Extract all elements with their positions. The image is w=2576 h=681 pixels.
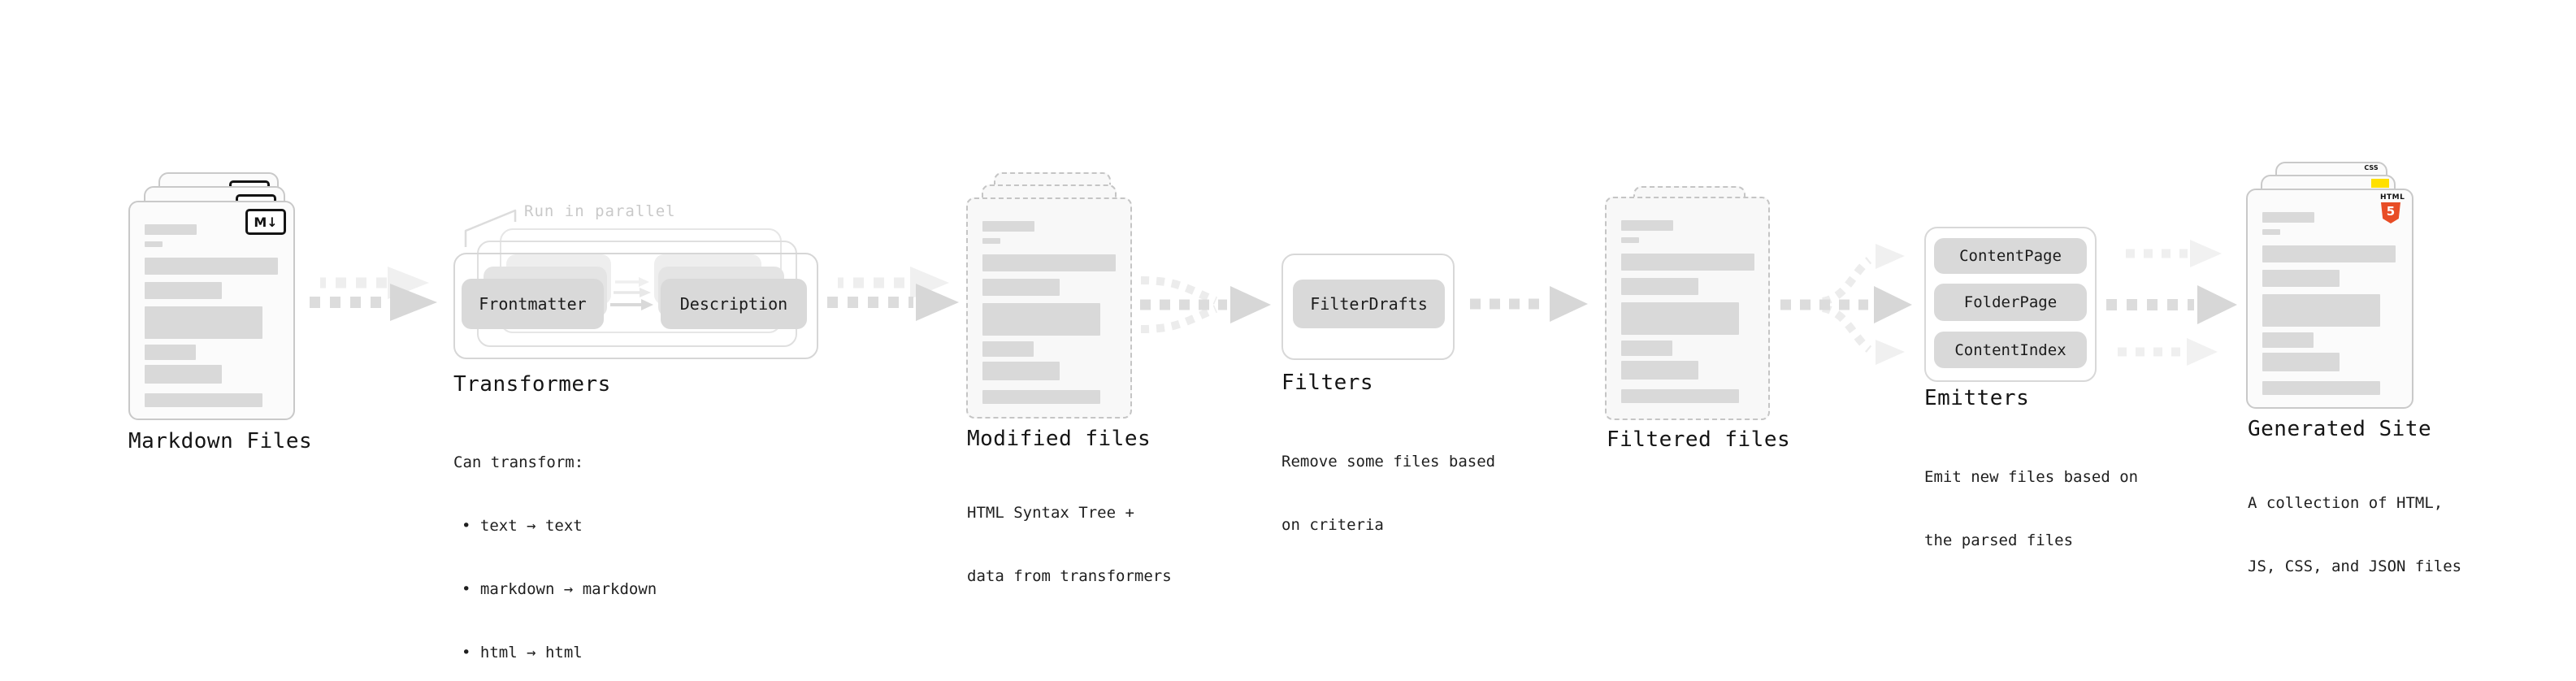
placeholder-bar xyxy=(145,258,278,275)
description-box: Description xyxy=(661,279,807,329)
filters-description: Remove some files based on criteria xyxy=(1281,453,1496,534)
filtered-files-label: Filtered files xyxy=(1607,427,1791,452)
placeholder-bar xyxy=(1621,340,1672,356)
placeholder-bar xyxy=(1621,302,1739,335)
markdown-icon: M↓ xyxy=(245,209,286,235)
placeholder-bar xyxy=(2262,245,2396,262)
arrow-markdown-to-transformers xyxy=(310,267,437,321)
placeholder-bar xyxy=(2262,270,2340,287)
file-content-bars xyxy=(145,224,280,407)
frontmatter-box: Frontmatter xyxy=(462,279,604,329)
placeholder-bar xyxy=(1621,237,1639,243)
placeholder-bar xyxy=(2262,353,2340,371)
placeholder-bar xyxy=(982,254,1116,271)
filters-label: Filters xyxy=(1281,371,1374,395)
contentindex-box: ContentIndex xyxy=(1934,332,2087,368)
placeholder-bar xyxy=(145,345,196,360)
css-icon: CSS xyxy=(2364,164,2379,171)
html5-icon: HTML 5 xyxy=(2380,194,2405,223)
placeholder-bar xyxy=(1621,254,1754,271)
placeholder-bar xyxy=(145,241,163,247)
placeholder-bar xyxy=(145,224,197,235)
placeholder-bar xyxy=(145,306,262,339)
modified-files-description: HTML Syntax Tree + data from transformer… xyxy=(967,504,1172,585)
generated-site-label: Generated Site xyxy=(2248,417,2432,441)
arrow-filters-to-filtered xyxy=(1470,286,1588,322)
arrow-emitters-to-generated xyxy=(2106,240,2237,366)
placeholder-bar xyxy=(145,365,222,384)
placeholder-bar xyxy=(2262,332,2314,348)
transformers-label: Transformers xyxy=(453,372,611,397)
placeholder-bar xyxy=(982,390,1100,404)
placeholder-bar xyxy=(982,279,1060,296)
filterdrafts-box: FilterDrafts xyxy=(1293,280,1445,328)
placeholder-bar xyxy=(982,341,1034,357)
filtered-file-card-front xyxy=(1605,197,1770,420)
file-content-bars xyxy=(1621,220,1755,403)
placeholder-bar xyxy=(2262,212,2314,223)
placeholder-bar xyxy=(145,282,222,299)
placeholder-bar xyxy=(2262,381,2380,395)
file-content-bars xyxy=(982,221,1117,404)
markdown-files-label: Markdown Files xyxy=(128,429,313,453)
folderpage-box: FolderPage xyxy=(1934,284,2087,321)
placeholder-bar xyxy=(1621,389,1739,403)
placeholder-bar xyxy=(1621,220,1673,231)
placeholder-bar xyxy=(1621,361,1698,380)
placeholder-bar xyxy=(982,238,1000,244)
contentpage-box: ContentPage xyxy=(1934,238,2087,274)
transformer-frame-front xyxy=(453,253,818,359)
emitters-description: Emit new files based on the parsed files xyxy=(1924,468,2139,549)
modified-file-card-front xyxy=(966,197,1132,419)
placeholder-bar xyxy=(982,303,1100,336)
markdown-file-card-front: M↓ xyxy=(128,201,295,420)
run-in-parallel-note: Run in parallel xyxy=(524,202,676,220)
placeholder-bar xyxy=(982,362,1060,380)
placeholder-bar xyxy=(2262,229,2280,235)
arrow-filtered-to-emitters xyxy=(1780,244,1912,365)
file-content-bars xyxy=(2262,212,2399,395)
placeholder-bar xyxy=(145,393,262,407)
generated-file-card-front: HTML 5 xyxy=(2246,189,2413,409)
arrow-transformers-to-modified xyxy=(827,267,959,321)
modified-files-label: Modified files xyxy=(967,427,1151,451)
placeholder-bar xyxy=(982,221,1034,232)
emitters-label: Emitters xyxy=(1924,386,2030,410)
placeholder-bar xyxy=(1621,278,1698,295)
generated-site-description: A collection of HTML, JS, CSS, and JSON … xyxy=(2248,494,2462,575)
arrow-modified-to-filters xyxy=(1140,276,1271,333)
js-icon xyxy=(2371,179,2389,188)
placeholder-bar xyxy=(2262,294,2380,327)
transformers-description: Can transform: • text → text • markdown … xyxy=(453,453,657,661)
